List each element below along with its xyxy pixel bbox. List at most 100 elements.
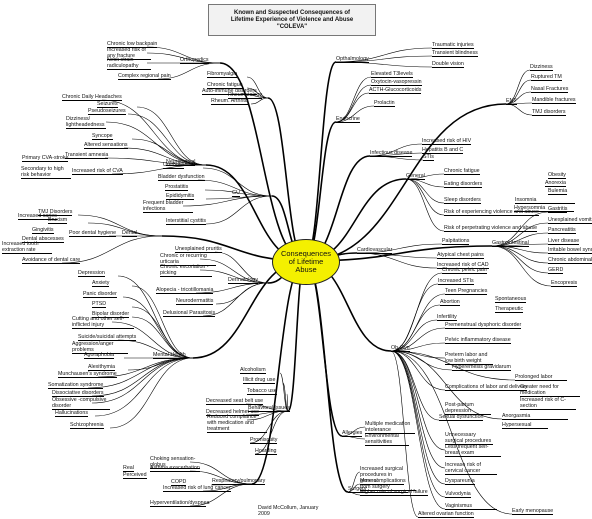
node-label-pelvic-inflammatory-disease: Pelvic inflammatory disease [445, 337, 511, 344]
leaf-connector [505, 79, 532, 105]
node-label-therapeutic: Therapeutic [495, 306, 523, 313]
node-label-hoarding: Hoarding [255, 448, 277, 455]
leaf-connector [127, 113, 207, 166]
node-label-choking-sensation-globus: Choking sensation-globus [150, 456, 200, 469]
node-label-chronic-abdominal-pain: Chronic abdominal pain [548, 257, 592, 264]
leaf-connector [131, 285, 194, 359]
title-line-3: "COLEVA" [276, 23, 308, 30]
node-label-chronic-low-backpain: Chronic low backpain [107, 41, 158, 48]
node-label-dental: Dental [122, 230, 138, 237]
leaf-connector [491, 245, 552, 287]
node-label-irritable-bowel-syndrome: Irritable bowel syndrome [548, 247, 592, 254]
node-label-gastritis: Gastritis [548, 206, 568, 213]
leaf-connector [131, 306, 194, 359]
node-label-dyspareunia: Dyspareunia [445, 478, 475, 485]
node-label-cardiovascular: Cardiovascular [357, 247, 393, 254]
leaf-connector [109, 357, 194, 429]
leaf-connector [214, 251, 269, 284]
leaf-connector [246, 76, 269, 99]
leaf-connector [131, 316, 194, 359]
node-label-teen-pregnancies: Teen Pregnancies [445, 288, 488, 295]
branch-connector [304, 61, 337, 262]
leaf-connector [111, 164, 207, 175]
node-label-orthopedics: Orthopedics [180, 57, 209, 64]
node-label-acth-glucocorticoids: ACTH-Glucocorticoids [369, 87, 422, 94]
node-label-bipolar-disorder: Bipolar disorder [92, 311, 130, 318]
node-label-ent: ENT [506, 98, 517, 105]
node-label-eating-disorders: Eating disorders [444, 181, 483, 188]
node-label-sleep-disorders: Sleep disorders [444, 197, 481, 204]
node-label-tmj-disorders: TMJ Disorders [38, 209, 73, 216]
leaf-connector [390, 319, 438, 352]
leaf-connector [390, 350, 503, 420]
leaf-connector [405, 173, 445, 180]
author-line-1: David McCollum, January [258, 505, 319, 511]
node-label-hyperemesis-gravidarum: Hyperemesis gravidarum [452, 364, 511, 371]
author-line-2: 2009 [258, 511, 270, 517]
node-label-bladder-dysfunction: Bladder dysfunction [158, 174, 205, 181]
node-label-alexithymia: Alexithymia [88, 364, 116, 371]
node-label-allergies: Allergies [342, 430, 363, 437]
leaf-connector [356, 243, 443, 254]
leaf-connector [505, 103, 533, 116]
node-label-alcoholism: Alcoholism [240, 367, 266, 374]
node-label-dermatology: Dermatology [228, 277, 259, 284]
node-label-more-complications-from-surgery: More complications from surgery [360, 478, 416, 491]
node-label-preterm-labor-and-low-birth-weight: Preterm labor and low birth weight [445, 352, 493, 365]
leaf-connector [335, 76, 372, 123]
node-label-complex-regional-pain: Complex regional pain [118, 73, 171, 80]
branch-connector [267, 97, 306, 262]
node-label-higher-rate-of-surgical-failure: Higher rate of surgical failure [360, 489, 428, 496]
leaf-connector [390, 350, 446, 510]
node-label-perceived: Perceived [123, 472, 147, 479]
node-label-avoidance-of-dental-care: Avoidance of dental care [22, 257, 81, 264]
leaf-connector [202, 282, 269, 317]
central-topic: Consequences of Lifetime Abuse [272, 239, 340, 285]
leaf-connector [405, 178, 445, 216]
node-label-spontaneous: Spontaneous [495, 296, 527, 303]
leaf-connector [335, 105, 375, 123]
leaf-connector [405, 178, 445, 232]
node-label-cutting-and-other-self-inflicted-injury: Cutting and other self-inflicted injury [72, 316, 134, 329]
node-label-schizophrenia: Schizophrenia [70, 422, 104, 429]
node-label-risk-of-perpetrating-violence-and-abuse: Risk of perpetrating violence and abuse [444, 225, 538, 232]
node-label-rheumatology: Rheumatology [228, 92, 263, 99]
node-label-greater-need-for-medication: Greater need for medication [520, 384, 580, 397]
node-label-increased-risk-of-any-fracture: Increased risk of any fracture [107, 47, 151, 60]
node-label-frequent-bladder-infections: Frequent bladder infections [143, 200, 193, 213]
node-label-urethritis: Urethritis [163, 162, 185, 169]
node-label-ruptured-tm: Ruptured TM [531, 74, 562, 81]
leaf-connector [131, 138, 207, 166]
node-label-seizures: Seizures [97, 101, 118, 108]
leaf-connector [347, 471, 361, 493]
node-label-delusional-parasitosis: Delusional Parasitosis [163, 310, 216, 317]
node-label-decreased-helmet-use: Decreased helmet use [206, 409, 259, 416]
node-label-unexplained-vomiting: Unexplained vomiting [548, 217, 592, 224]
node-label-abortion: Abortion [440, 299, 460, 306]
node-label-hepatitis-b-and-c: Hepatitis B and C [422, 147, 464, 154]
node-label-unnecessary-surgical-procedures: Unnecessary surgical procedures [445, 432, 493, 445]
leaf-connector [254, 410, 289, 455]
node-label-transient-amnesia: Transient amnesia [65, 152, 109, 159]
node-label-obesity: Obesity [548, 172, 566, 179]
node-label-premenstrual-dysphoric-disorder: Premenstrual dysphoric disorder [445, 322, 522, 329]
node-label-suicide-suicidal-attempts: Suicide/suicidal attempts [78, 334, 137, 341]
node-label-opthalmology: Opthalmology [336, 56, 369, 63]
node-label-traumatic-injuries: Traumatic injuries [432, 42, 474, 49]
node-label-ptsd: PTSD [92, 301, 107, 308]
node-label-chronic-fatigue: Chronic fatigue [207, 82, 243, 89]
leaf-connector [505, 69, 531, 105]
title-line-2: Lifetime Experience of Violence and Abus… [230, 16, 354, 23]
leaf-connector [390, 350, 446, 469]
leaf-connector [390, 327, 446, 352]
node-label-atypical-chest-pains: Atypical chest pains [437, 252, 484, 259]
node-label-elevated-t3levels: Elevated T3levels [371, 71, 413, 78]
node-label-hallucinations: Hallucinations [55, 410, 88, 417]
leaf-connector [335, 92, 370, 123]
leaf-connector [157, 62, 221, 80]
leaf-connector [136, 106, 207, 166]
node-label-prolonged-labor: Prolonged labor [515, 374, 567, 381]
node-label-rheum-arthritis: Rheum. Arthritis [211, 98, 249, 105]
node-label-complications-of-labor-and-delivery: Complications of labor and delivery [445, 384, 528, 391]
